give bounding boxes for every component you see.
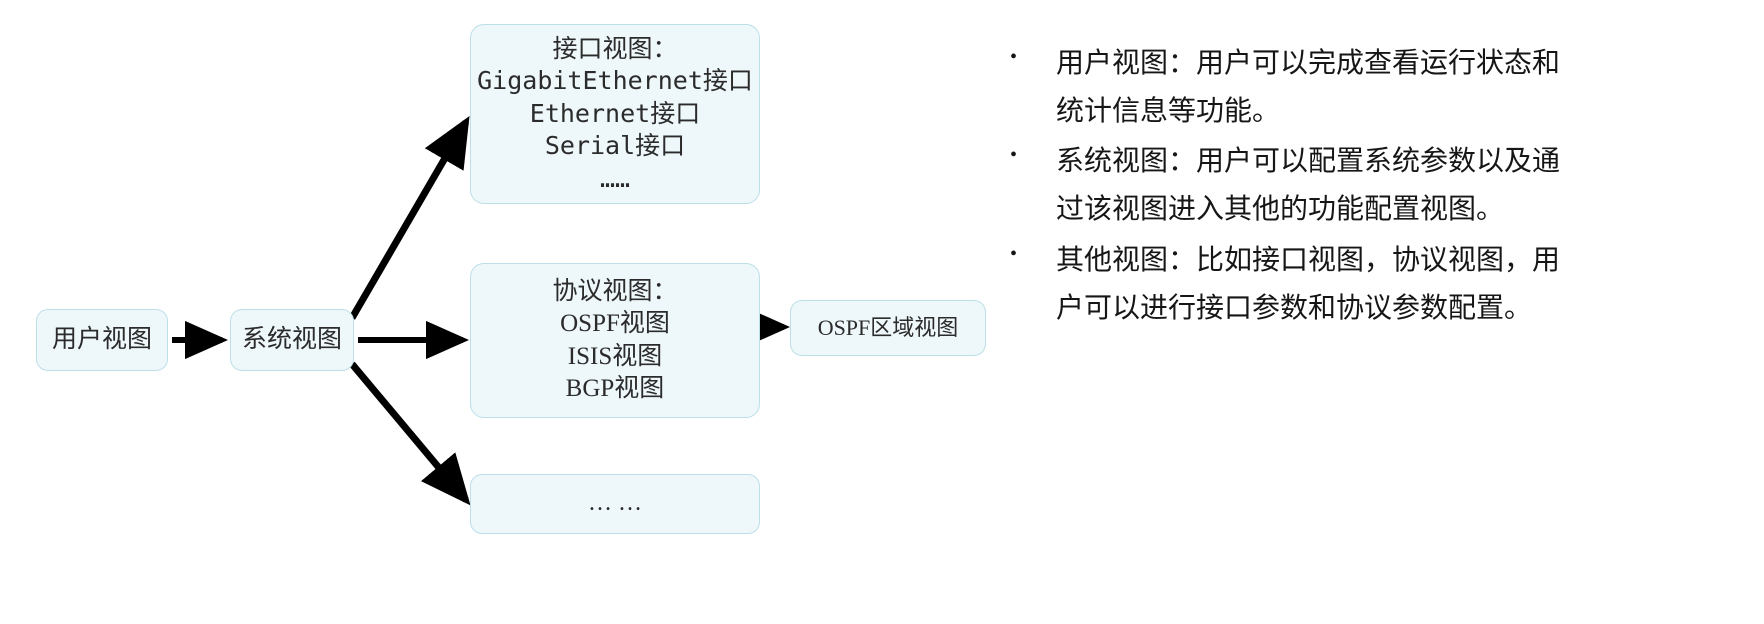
bullet-text-user-view: 用户视图：用户可以完成查看运行状态和统计信息等功能。 — [1056, 48, 1561, 128]
bullet-list: • 用户视图：用户可以完成查看运行状态和统计信息等功能。 • 系统视图：用户可以… — [1000, 40, 1560, 335]
arrow-system-to-other — [349, 361, 471, 506]
node-system-view-label: 系统视图 — [241, 325, 342, 353]
node-user-view-label: 用户视图 — [51, 325, 152, 353]
bullet-text-system-view: 系统视图：用户可以配置系统参数以及通过该视图进入其他的功能配置视图。 — [1056, 146, 1561, 226]
node-protocol-view[interactable]: 协议视图： OSPF视图 ISIS视图 BGP视图 — [470, 263, 760, 418]
node-user-view[interactable]: 用户视图 — [36, 309, 168, 371]
bullet-text-other-view: 其他视图：比如接口视图，协议视图，用户可以进行接口参数和协议参数配置。 — [1056, 244, 1561, 324]
bullet-marker-icon: • — [1010, 144, 1018, 167]
bullet-marker-icon: • — [1010, 242, 1018, 265]
list-item: • 系统视图：用户可以配置系统参数以及通过该视图进入其他的功能配置视图。 — [1000, 138, 1560, 234]
bullet-marker-icon: • — [1010, 46, 1018, 68]
list-item: • 其他视图：比如接口视图，协议视图，用户可以进行接口参数和协议参数配置。 — [1000, 237, 1560, 333]
node-other-view[interactable]: … … — [470, 474, 760, 534]
node-system-view[interactable]: 系统视图 — [230, 309, 354, 371]
node-other-view-label: … … — [588, 490, 642, 517]
list-item: • 用户视图：用户可以完成查看运行状态和统计信息等功能。 — [1000, 40, 1560, 136]
node-interface-view[interactable]: 接口视图： GigabitEthernet接口 Ethernet接口 Seria… — [470, 24, 760, 204]
node-protocol-view-label: 协议视图： OSPF视图 ISIS视图 BGP视图 — [552, 277, 678, 403]
arrow-system-to-interface — [348, 115, 470, 320]
node-interface-view-label: 接口视图： GigabitEthernet接口 Ethernet接口 Seria… — [477, 33, 753, 193]
node-ospf-area-view-label: OSPF区域视图 — [817, 314, 959, 340]
node-ospf-area-view[interactable]: OSPF区域视图 — [790, 300, 986, 356]
